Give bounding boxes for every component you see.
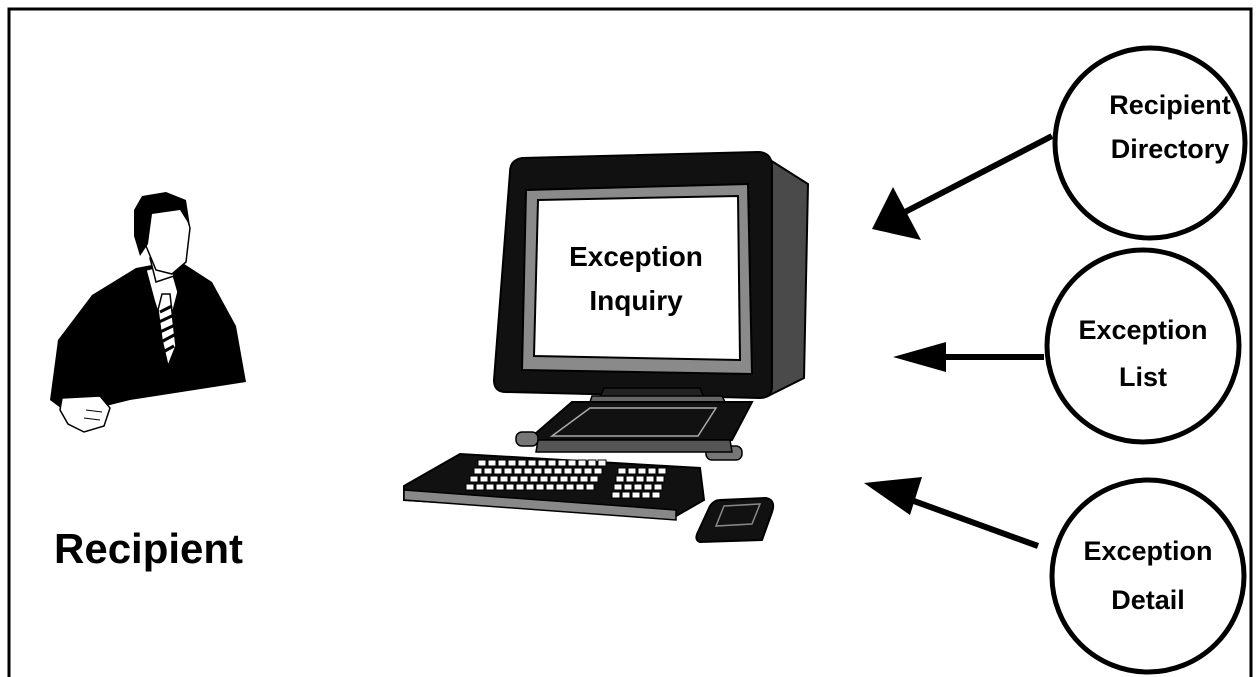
keyboard-key <box>533 467 543 475</box>
keyboard-key <box>645 475 655 483</box>
keyboard-key <box>523 467 533 475</box>
keyboard-key <box>469 475 479 483</box>
keyboard-key <box>515 483 525 491</box>
source-3-line1: Exception <box>1083 536 1212 566</box>
keyboard-key <box>641 491 651 499</box>
keyboard-key <box>509 475 519 483</box>
keyboard-key <box>503 467 513 475</box>
keyboard-key <box>529 475 539 483</box>
keyboard-key <box>479 475 489 483</box>
keyboard-icon <box>403 452 706 521</box>
arrow-from-exception-detail <box>864 477 1040 549</box>
recipient-person-icon <box>50 192 246 433</box>
keyboard-key <box>615 475 625 483</box>
keyboard-key <box>495 483 505 491</box>
keyboard-key <box>477 459 487 467</box>
keyboard-key <box>635 475 645 483</box>
source-circle-exception-detail: Exception Detail <box>1049 477 1247 675</box>
source-2-line1: Exception <box>1078 315 1207 345</box>
keyboard-key <box>519 475 529 483</box>
keyboard-key <box>559 475 569 483</box>
keyboard-key <box>485 483 495 491</box>
keyboard-key <box>489 475 499 483</box>
keyboard-key <box>537 459 547 467</box>
keyboard-key <box>517 459 527 467</box>
arrow-from-recipient-directory <box>872 133 1054 240</box>
keyboard-key <box>621 491 631 499</box>
keyboard-key <box>651 491 661 499</box>
monitor-screen-line2: Inquiry <box>589 285 683 316</box>
keyboard-key <box>587 459 597 467</box>
keyboard-key <box>527 459 537 467</box>
keyboard-key <box>565 483 575 491</box>
keyboard-key <box>507 459 517 467</box>
keyboard-key <box>579 475 589 483</box>
keyboard-key <box>637 467 647 475</box>
keyboard-key <box>573 467 583 475</box>
keyboard-key <box>625 475 635 483</box>
keyboard-key <box>647 467 657 475</box>
keyboard-key <box>569 475 579 483</box>
keyboard-key <box>487 459 497 467</box>
keyboard-key <box>613 483 623 491</box>
page-border <box>7 7 1253 677</box>
computer-monitor-icon <box>492 150 810 461</box>
recipient-label: Recipient <box>54 525 243 572</box>
arrow-from-exception-list <box>893 342 1044 372</box>
source-1-line2: Directory <box>1111 134 1230 164</box>
keyboard-key <box>549 475 559 483</box>
keyboard-key <box>535 483 545 491</box>
keyboard-key <box>539 475 549 483</box>
keyboard-key <box>643 483 653 491</box>
keyboard-key <box>589 475 599 483</box>
keyboard-key <box>493 467 503 475</box>
keyboard-key <box>617 467 627 475</box>
keyboard-key <box>633 483 643 491</box>
keyboard-key <box>475 483 485 491</box>
source-1-line1: Recipient <box>1109 90 1231 120</box>
keyboard-key <box>575 483 585 491</box>
source-circle-exception-list: Exception List <box>1044 247 1242 445</box>
keyboard-key <box>465 483 475 491</box>
keyboard-key <box>547 459 557 467</box>
source-2-line2: List <box>1119 362 1167 392</box>
keyboard-key <box>597 459 607 467</box>
keyboard-key <box>631 491 641 499</box>
mouse-icon <box>695 496 775 544</box>
keyboard-key <box>593 467 603 475</box>
keyboard-key <box>545 483 555 491</box>
keyboard-key <box>543 467 553 475</box>
keyboard-key <box>525 483 535 491</box>
keyboard-key <box>497 459 507 467</box>
keyboard-key <box>553 467 563 475</box>
keyboard-key <box>653 483 663 491</box>
keyboard-key <box>473 467 483 475</box>
keyboard-key <box>557 459 567 467</box>
keyboard-key <box>567 459 577 467</box>
keyboard-key <box>505 483 515 491</box>
keyboard-key <box>657 467 667 475</box>
keyboard-key <box>655 475 665 483</box>
keyboard-key <box>623 483 633 491</box>
source-3-line2: Detail <box>1111 585 1185 615</box>
keyboard-key <box>555 483 565 491</box>
keyboard-key <box>583 467 593 475</box>
monitor-screen-line1: Exception <box>569 241 703 272</box>
keyboard-key <box>513 467 523 475</box>
keyboard-key <box>585 483 595 491</box>
monitor-screen <box>532 194 742 362</box>
keyboard-key <box>627 467 637 475</box>
keyboard-key <box>563 467 573 475</box>
keyboard-key <box>483 467 493 475</box>
source-circle-recipient-directory: Recipient Directory <box>1052 45 1248 241</box>
keyboard-key <box>611 491 621 499</box>
keyboard-key <box>499 475 509 483</box>
keyboard-key <box>577 459 587 467</box>
